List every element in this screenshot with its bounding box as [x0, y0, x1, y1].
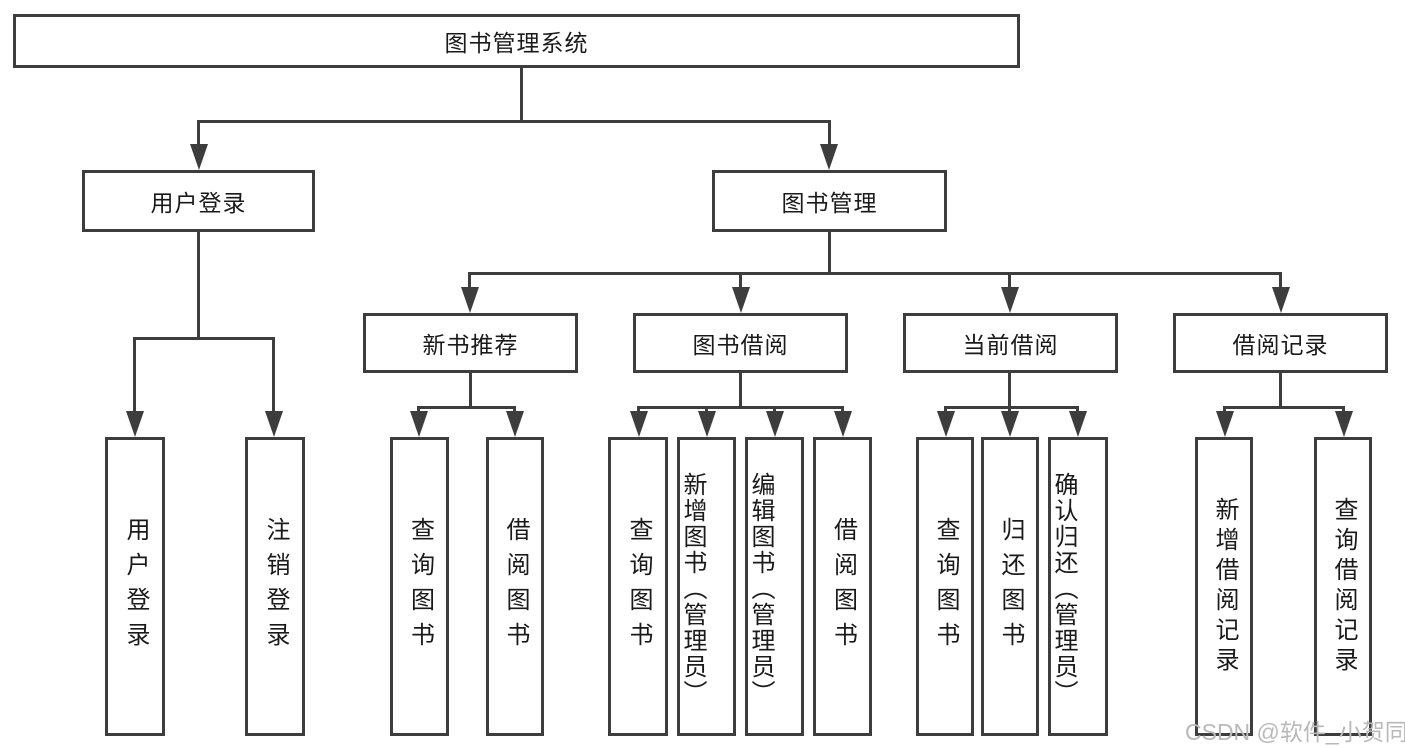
arrow-down-icon [1001, 287, 1019, 313]
arrow-down-icon [506, 411, 524, 437]
connector-line [1008, 275, 1011, 289]
leaf-add-books-admin-label: 新增图书（管理员） [679, 472, 706, 706]
connector-line [739, 275, 742, 289]
arrow-down-icon [1335, 411, 1353, 437]
arrow-down-icon [190, 144, 208, 170]
connector-line [1279, 373, 1282, 409]
connector-line [1279, 275, 1282, 289]
leaf-return-books-label: 归还图书 [997, 516, 1024, 657]
leaf-borrow-books-1: 借阅图书 [486, 437, 544, 736]
node-borrow-records-label: 借阅记录 [1232, 332, 1329, 358]
leaf-query-books-2-label: 查询图书 [625, 516, 652, 657]
connector-line [417, 406, 516, 409]
connector-line [197, 232, 200, 340]
node-book-management-label: 图书管理 [781, 190, 878, 216]
connector-line [828, 232, 831, 275]
leaf-return-books: 归还图书 [981, 437, 1039, 736]
leaf-confirm-return-admin-label: 确认归还（管理员） [1050, 472, 1077, 706]
csdn-watermark: CSDN @软件_小贺同学 [1185, 719, 1405, 745]
connector-line [469, 373, 472, 409]
arrow-down-icon [732, 287, 750, 313]
arrow-down-icon [834, 411, 852, 437]
leaf-query-books-1: 查询图书 [390, 437, 449, 736]
node-borrow-records: 借阅记录 [1173, 313, 1388, 373]
node-current-borrow-label: 当前借阅 [962, 332, 1059, 358]
leaf-logout-label: 注销登录 [262, 516, 289, 657]
arrow-down-icon [461, 287, 479, 313]
connector-line [739, 373, 742, 409]
connector-line [197, 123, 200, 146]
connector-line [133, 340, 136, 413]
connector-line [944, 406, 1079, 409]
node-new-book-recommend-label: 新书推荐 [422, 332, 519, 358]
node-book-management: 图书管理 [712, 170, 947, 232]
connector-line [468, 272, 1282, 275]
leaf-query-borrow-record-label: 查询借阅记录 [1330, 496, 1357, 677]
leaf-edit-books-admin: 编辑图书（管理员） [745, 437, 804, 736]
leaf-query-books-2: 查询图书 [608, 437, 668, 736]
connector-line [1008, 373, 1011, 409]
connector-line [133, 337, 275, 340]
leaf-logout: 注销登录 [245, 437, 305, 736]
leaf-user-login-label: 用户登录 [122, 516, 149, 657]
connector-line [637, 406, 844, 409]
leaf-query-borrow-record: 查询借阅记录 [1314, 437, 1372, 736]
leaf-add-borrow-record: 新增借阅记录 [1195, 437, 1253, 736]
arrow-down-icon [410, 411, 428, 437]
connector-line [828, 123, 831, 146]
arrow-down-icon [766, 411, 784, 437]
arrow-down-icon [698, 411, 716, 437]
connector-line [197, 120, 831, 123]
arrow-down-icon [1069, 411, 1087, 437]
leaf-edit-books-admin-label: 编辑图书（管理员） [747, 472, 774, 706]
arrow-down-icon [1001, 411, 1019, 437]
arrow-down-icon [1272, 287, 1290, 313]
arrow-down-icon [937, 411, 955, 437]
arrow-down-icon [820, 144, 838, 170]
node-user-login-label: 用户登录 [150, 190, 247, 216]
leaf-borrow-books-1-label: 借阅图书 [502, 516, 529, 657]
leaf-query-books-3: 查询图书 [916, 437, 974, 736]
arrow-down-icon [1216, 411, 1234, 437]
leaf-add-borrow-record-label: 新增借阅记录 [1211, 496, 1238, 677]
arrow-down-icon [265, 411, 283, 437]
connector-line [1223, 406, 1345, 409]
connector-line [468, 275, 471, 289]
leaf-user-login: 用户登录 [105, 437, 165, 736]
node-user-login: 用户登录 [82, 170, 315, 232]
node-book-borrow: 图书借阅 [633, 313, 848, 373]
node-root-label: 图书管理系统 [444, 30, 589, 56]
node-new-book-recommend: 新书推荐 [363, 313, 578, 373]
node-root-system: 图书管理系统 [13, 14, 1020, 68]
arrow-down-icon [126, 411, 144, 437]
leaf-borrow-books-2-label: 借阅图书 [829, 516, 857, 657]
leaf-query-books-1-label: 查询图书 [406, 516, 434, 657]
node-book-borrow-label: 图书借阅 [692, 332, 789, 358]
leaf-borrow-books-2: 借阅图书 [813, 437, 872, 736]
arrow-down-icon [630, 411, 648, 437]
node-current-borrow: 当前借阅 [903, 313, 1118, 373]
connector-line [520, 68, 523, 121]
leaf-add-books-admin: 新增图书（管理员） [677, 437, 736, 736]
leaf-confirm-return-admin: 确认归还（管理员） [1048, 437, 1108, 736]
connector-line [272, 340, 275, 413]
leaf-query-books-3-label: 查询图书 [932, 516, 959, 657]
